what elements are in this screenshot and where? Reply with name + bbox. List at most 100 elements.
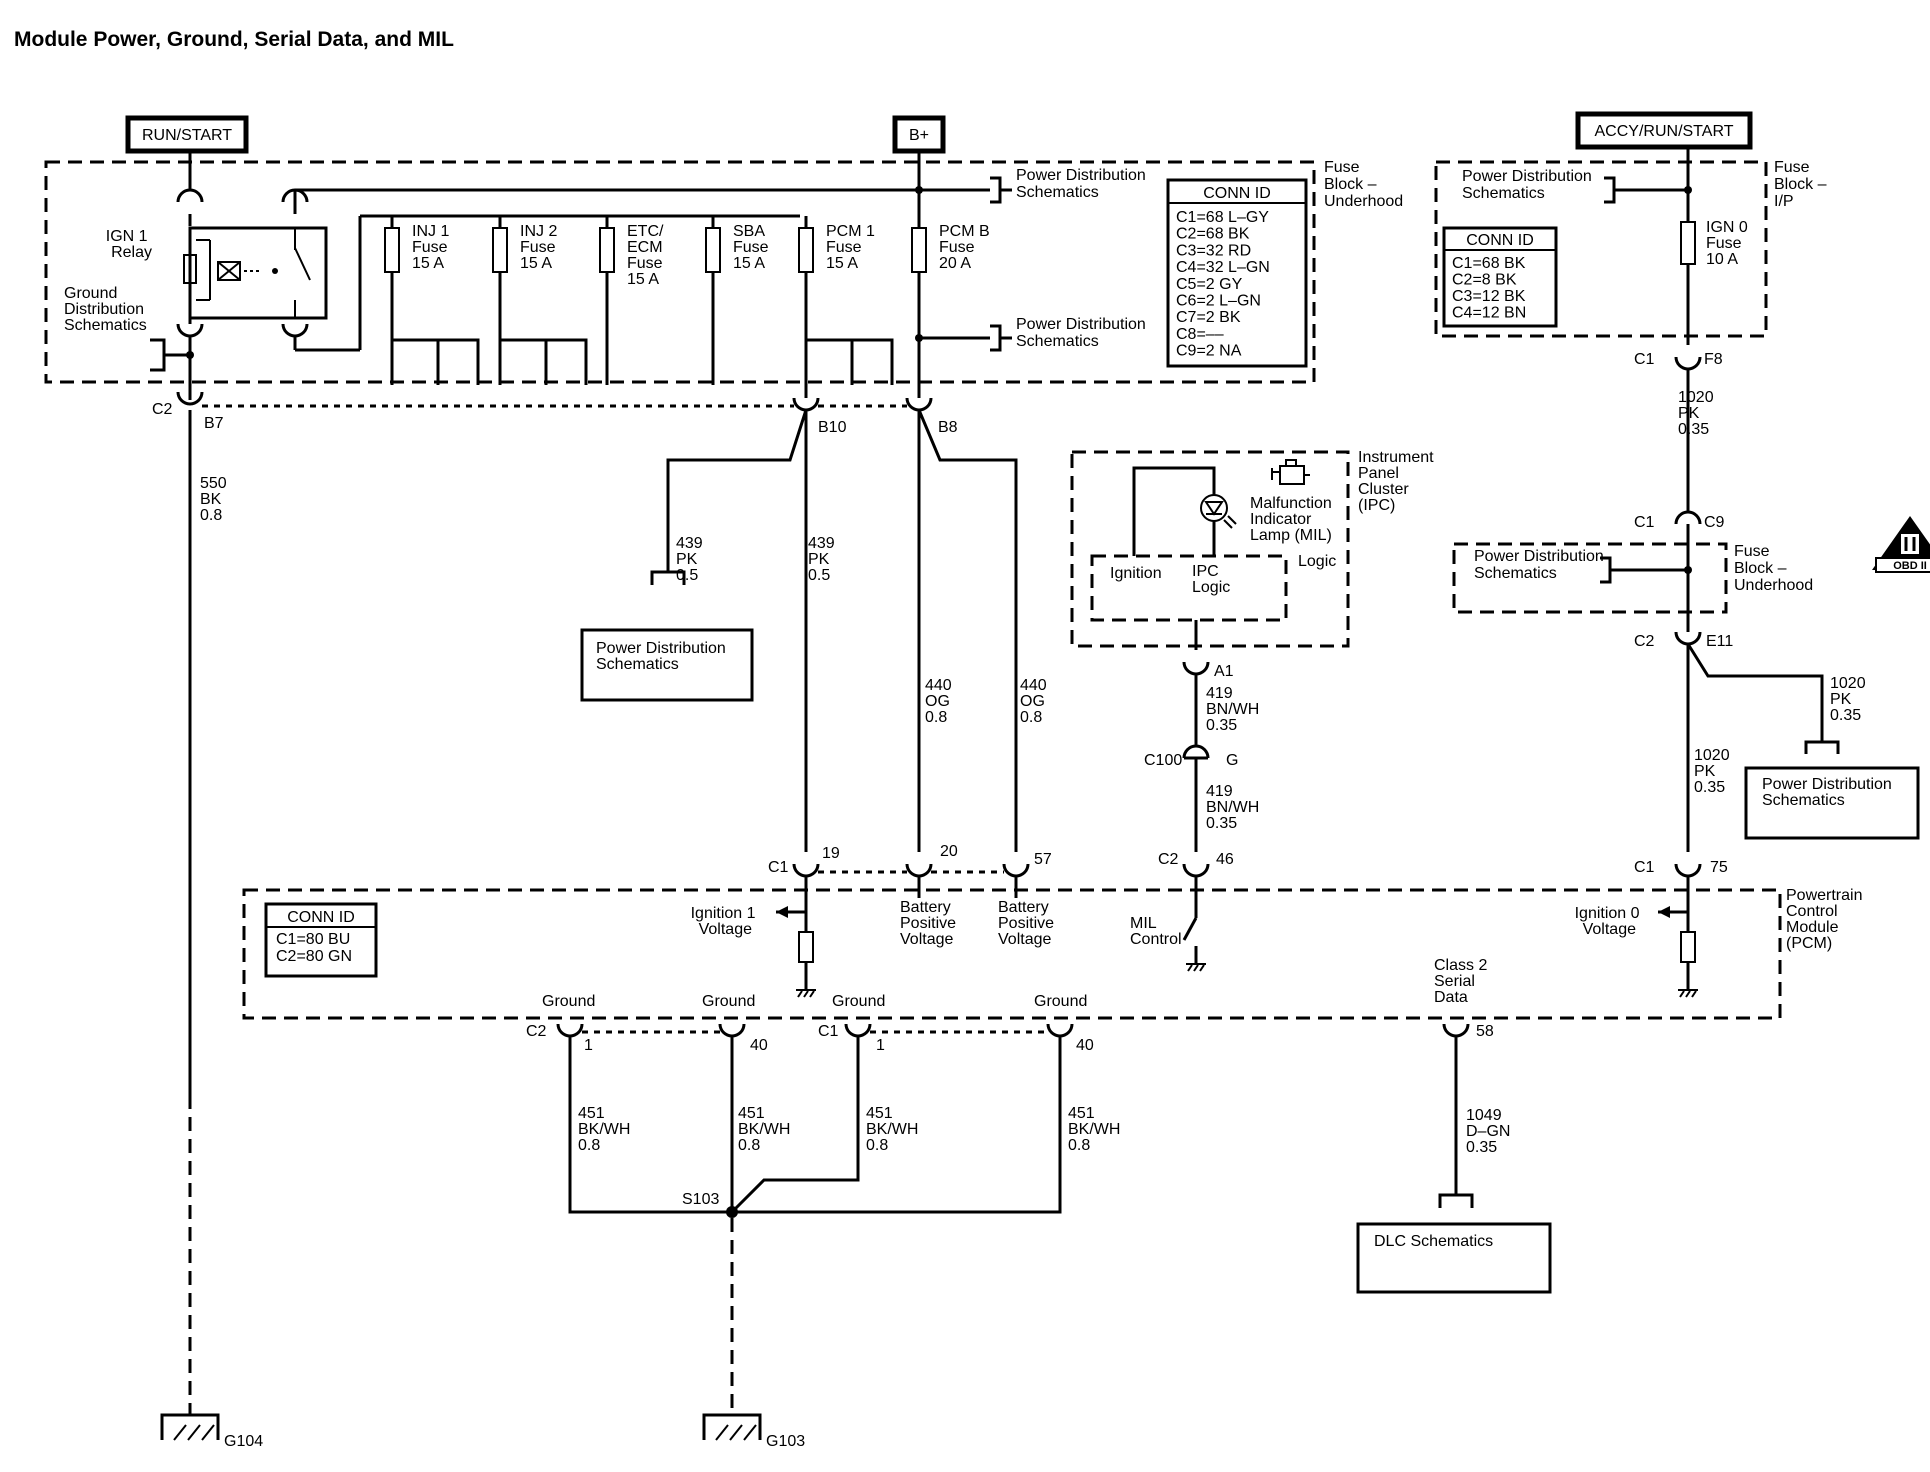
connector-c1-gnd1: C1 1 [818,1023,885,1054]
svg-text:58: 58 [1476,1023,1494,1040]
svg-text:B7: B7 [204,415,224,432]
wire-439a-label: 439 PK 0.5 [676,535,707,584]
svg-text:C1: C1 [1634,351,1655,368]
svg-text:C2: C2 [152,401,173,418]
engine-icon [1271,459,1310,485]
ground-g104-symbol: G104 [160,1413,263,1450]
conn-id-row: C7=2 BK [1176,309,1241,326]
wire-451a-label: 451 BK/WH 0.8 [578,1105,635,1154]
fuse-ign0-label: IGN 0 Fuse 10 A [1706,219,1752,268]
connector-58: 58 [1442,1023,1494,1040]
svg-text:G: G [1226,752,1238,769]
wire-451d-label: 451 BK/WH 0.8 [1068,1105,1125,1154]
wire-439b-label: 439 PK 0.5 [808,535,839,584]
svg-text:B+: B+ [909,127,929,144]
svg-text:C1: C1 [768,859,789,876]
conn-id-row: C4=12 BN [1452,305,1526,322]
conn-id-row: C8=–– [1176,326,1224,343]
connector-c1-75: C1 75 [1634,859,1728,878]
ipc-module [1070,450,1350,648]
fuse-block-underhood [44,160,1316,384]
conn-id-row: C3=12 BK [1452,288,1526,305]
batt-voltage-1-label: Battery Positive Voltage [900,899,960,948]
connector-c1-c9: C1 C9 [1634,510,1725,531]
wire-451-c1 [730,1036,860,1214]
svg-text:C2: C2 [526,1023,547,1040]
fuse-block-ip-label: Fuse Block – I/P [1774,159,1831,210]
svg-text:1: 1 [584,1037,593,1054]
wire-1049-label: 1049 D–GN 0.35 [1466,1107,1515,1156]
svg-text:46: 46 [1216,851,1234,868]
pd-ref-ip: Power Distribution Schematics [1462,168,1596,202]
conn-id-row: C1=68 BK [1452,255,1526,272]
connector-c1-gnd40: 40 [1046,1023,1094,1054]
accy-run-start-label: ACCY/RUN/START [1575,111,1753,150]
splice-s103-label: S103 [682,1191,719,1208]
svg-text:DLC Schematics: DLC Schematics [1374,1233,1493,1250]
logic-label: Logic [1298,553,1336,570]
conn-id-row: C2=68 BK [1176,226,1250,243]
fuse-block-ip [1434,160,1768,338]
connector-57: 57 [1002,851,1052,878]
wire-439-branch [666,409,808,572]
ign1-relay-label: IGN 1 Relay [106,228,152,261]
pcm-ground-label-3: Ground [832,993,885,1010]
ground-g103-symbol: G103 [702,1413,805,1450]
svg-text:ACCY/RUN/START: ACCY/RUN/START [1595,123,1734,140]
ignition-label: Ignition [1110,565,1162,582]
pd-ref-mid: Power Distribution Schematics [1016,316,1150,350]
connector-c2-46: C2 46 [1158,851,1234,878]
svg-text:40: 40 [1076,1037,1094,1054]
svg-text:G103: G103 [766,1433,805,1450]
conn-id-row: C9=2 NA [1176,343,1242,360]
connector-c2-e11: C2 E11 [1634,631,1733,650]
pcm-ground-label-4: Ground [1034,993,1087,1010]
ipc-logic-label: IPC Logic [1192,563,1230,596]
conn-id-row: C4=32 L–GN [1176,259,1270,276]
ign1-input [776,876,816,998]
fuse-block-underhood-label: Fuse Block – Underhood [1324,159,1403,210]
run-start-label: RUN/START [125,115,249,154]
connector-b8: B8 [905,397,958,436]
connector-c100: C100 G [1144,744,1238,769]
wire-451-outer [568,1036,1062,1214]
conn-id-row: C6=2 L–GN [1176,293,1261,310]
dlc-ref-box: DLC Schematics [1356,1222,1552,1294]
conn-id-row: C2=80 GN [276,948,352,965]
page-title: Module Power, Ground, Serial Data, and M… [14,28,454,51]
svg-text:57: 57 [1034,851,1052,868]
svg-text:G104: G104 [224,1433,263,1450]
svg-text:20: 20 [940,843,958,860]
pd-ref-top: Power Distribution Schematics [1016,167,1150,201]
wire-1020b-label: 1020 PK 0.35 [1830,675,1870,724]
wire-550-label: 550 BK 0.8 [200,475,231,524]
svg-text:C1: C1 [1634,859,1655,876]
ipc-label: Instrument Panel Cluster (IPC) [1358,449,1438,514]
ign0-voltage-label: Ignition 0 Voltage [1575,905,1644,938]
svg-text:1: 1 [876,1037,885,1054]
ign0-input [1658,876,1698,998]
wire-1020b [1686,643,1824,742]
svg-text:CONN ID: CONN ID [287,909,355,926]
connector-c2-b7: C2 B7 [152,391,224,432]
obd-ii-icon: OBD II [1872,516,1930,573]
conn-id-row: C3=32 RD [1176,242,1251,259]
wire-1020a-label: 1020 PK 0.35 [1678,389,1718,438]
ign1-relay [176,151,362,400]
svg-text:C100: C100 [1144,752,1182,769]
svg-text:40: 40 [750,1037,768,1054]
ground-ref-bracket [150,338,190,372]
pcm-module [242,888,1782,1020]
pcm-ground-label-1: Ground [542,993,595,1010]
conn-id-row: C1=68 L–GY [1176,209,1269,226]
connector-c1-f8: C1 F8 [1634,351,1723,371]
svg-text:CONN ID: CONN ID [1466,232,1534,249]
